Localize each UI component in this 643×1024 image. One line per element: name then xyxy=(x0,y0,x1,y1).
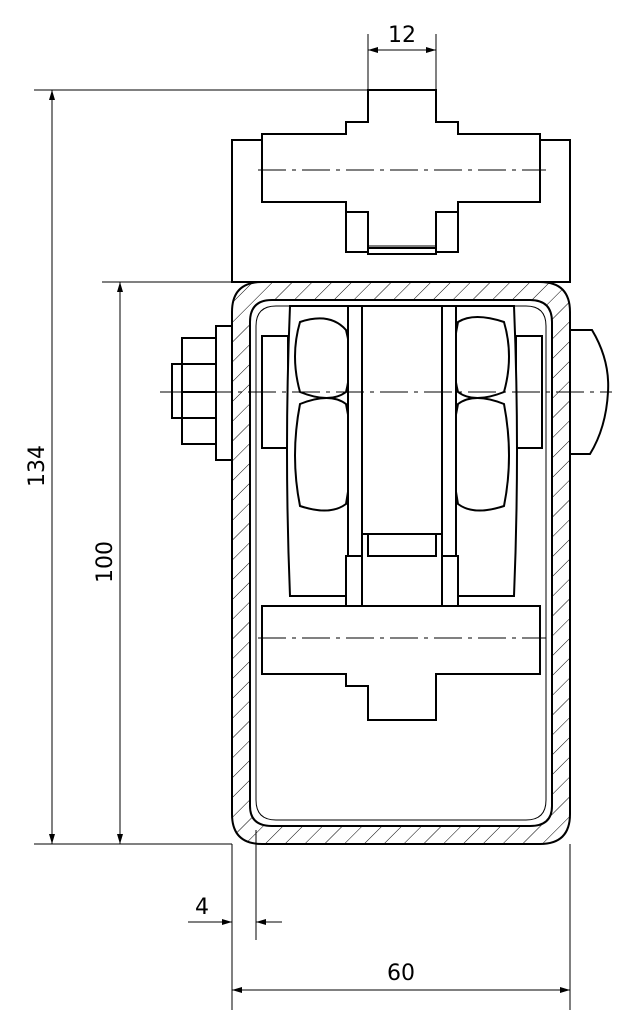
left-roller xyxy=(261,305,363,597)
lower-axle-block xyxy=(261,555,541,721)
upper-axle-block xyxy=(261,89,541,253)
right-roller xyxy=(441,305,543,597)
dimension-label-100: 100 xyxy=(93,541,118,583)
dimension-inner-height: 100 xyxy=(93,281,262,844)
rectangular-tube xyxy=(231,281,571,845)
center-spacer xyxy=(361,305,443,557)
side-bolt-head xyxy=(171,325,233,461)
dimension-label-12: 12 xyxy=(388,23,416,48)
centerlines xyxy=(160,169,612,639)
dimension-label-60: 60 xyxy=(387,961,415,986)
dimension-top-width: 12 xyxy=(367,23,437,90)
dimension-bottom-width: 60 xyxy=(232,844,571,1010)
dimension-wall-thickness: 4 xyxy=(188,830,282,1010)
dimension-overall-height: 134 xyxy=(25,89,368,845)
dimension-label-134: 134 xyxy=(25,445,50,487)
dimension-label-4: 4 xyxy=(195,895,209,920)
